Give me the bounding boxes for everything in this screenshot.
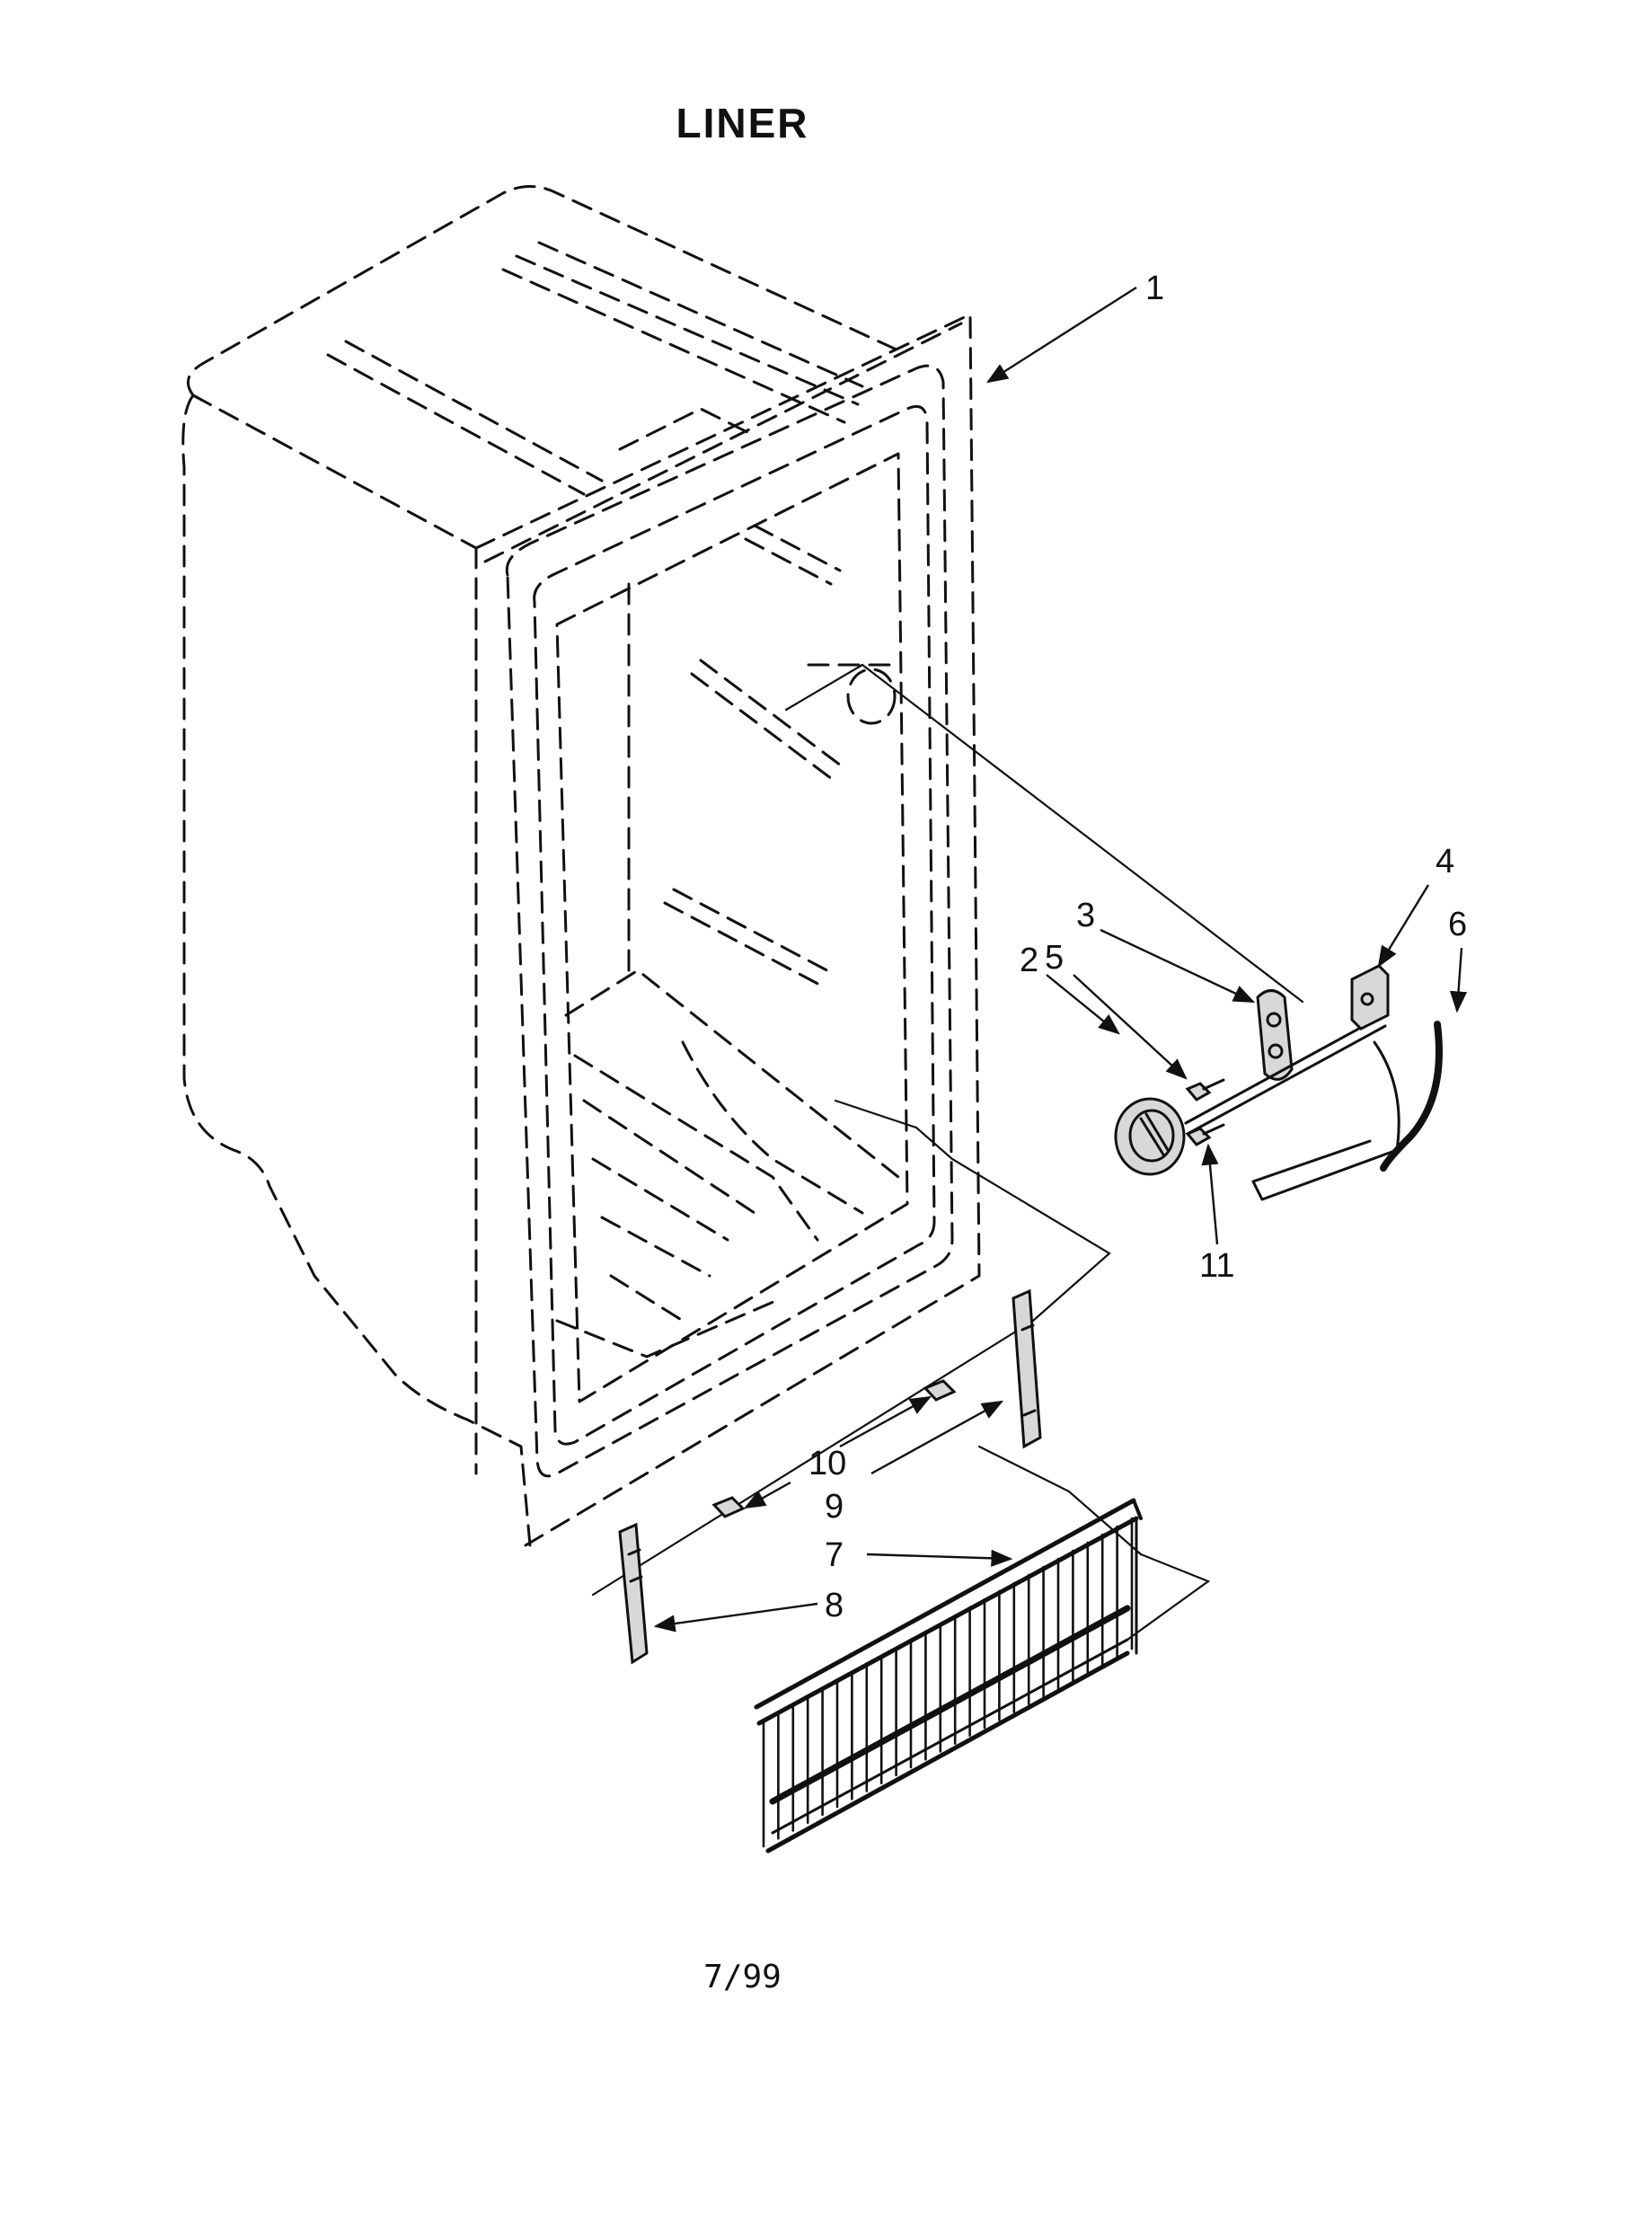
callout-2: 2 (1020, 942, 1039, 979)
basket-wire (769, 1605, 1131, 1805)
basket-wire (765, 1650, 1130, 1854)
part-3-bracket (1184, 989, 1387, 1136)
basket-wire (1132, 1499, 1143, 1520)
part-9-slide (1012, 1288, 1042, 1449)
part-6-capillary-tube (1380, 1021, 1443, 1172)
callout-9: 9 (825, 1488, 844, 1526)
part-8-slide (618, 1522, 649, 1665)
callout-4: 4 (1436, 843, 1455, 880)
callout-6: 6 (1448, 906, 1468, 943)
callout-8: 8 (825, 1587, 844, 1624)
callout-3: 3 (1076, 897, 1096, 934)
callout-11: 11 (1199, 1247, 1235, 1285)
callout-10: 10 (808, 1445, 847, 1482)
part-5-screw (1185, 1078, 1225, 1102)
part-2-control-knob (1114, 1097, 1186, 1176)
part-11-screw (1185, 1123, 1225, 1146)
basket-wire (754, 1498, 1136, 1710)
callout-1: 1 (1145, 270, 1165, 307)
callout-leaders (653, 286, 1468, 1633)
basket-wire (771, 1638, 1129, 1835)
assembly-center-lines (591, 663, 1304, 1641)
part-7-basket (754, 1498, 1143, 1854)
callout-5: 5 (1045, 939, 1065, 977)
basket-wire (756, 1516, 1139, 1726)
page-footer-date: 7/99 (703, 1959, 782, 1995)
diagram-title: LINER (676, 100, 809, 146)
callout-7: 7 (825, 1536, 844, 1574)
part-10-screw (711, 1379, 957, 1518)
liner-cabinet (181, 185, 981, 1547)
